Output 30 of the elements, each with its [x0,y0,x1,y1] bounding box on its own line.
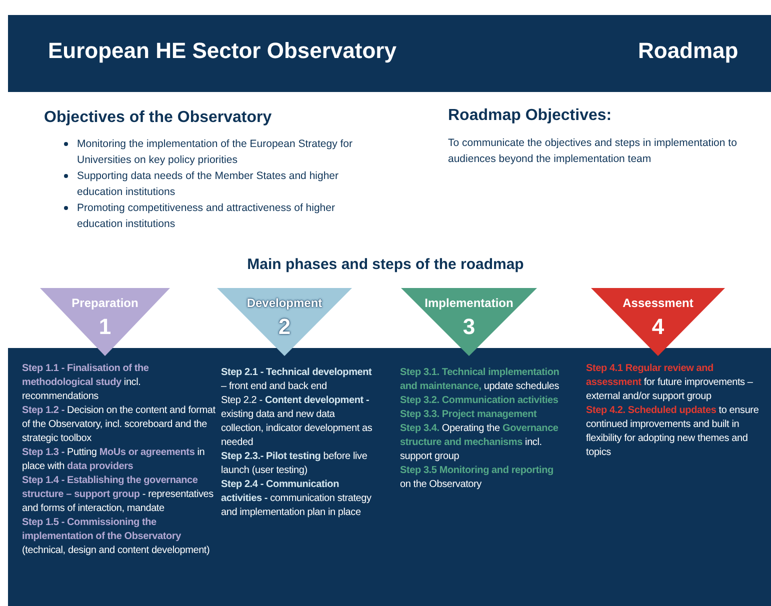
body-text: To communicate the objectives and steps in implementation to audiences beyond the implementation team [448,136,738,167]
step-text: Step 3.2. Communication activities [400,394,560,408]
phase-name: Assessment [622,296,694,310]
step-text: Step 1.3 - Putting MoUs or agreements in place with data providers [22,446,206,474]
phase-number: 1 [98,314,112,340]
bullet-text: Supporting data needs of the Member States and higher education institutions [77,169,340,200]
step-text: Step 3.4. Operating the Governance structure and mechanisms incl. support group [400,422,560,464]
step-text: Step 2.3.- Pilot testing before live launch (user testing) [221,450,368,478]
bullet-text: Promoting competitiveness and attractiveness of higher education institutions [77,201,336,232]
section-heading: Roadmap Objectives: [448,107,612,125]
bullet-text: Monitoring the implementation of the European Strategy for Universities on key policy priorities [77,137,354,168]
title: European HE Sector Observatory [48,38,396,64]
step-text: Step 1.1 - Finalisation of the methodological study incl. recommendations [22,362,150,404]
step-text: Step 4.2. Scheduled updates to ensure continued improvements and built in flexibility for adopting new themes and topics [586,404,760,460]
step-text: Step 2.1 - Technical development – front end and back end [221,366,373,394]
step-text: Step 1.4 - Establishing the governance structure – support group - representatives and forms of interaction, mandate [22,474,214,516]
step-text: Step 2.4 - Communication activities - communication strategy and implementation plan in place [221,478,372,520]
header-title: Roadmap [638,38,738,64]
step-text: Step 3.5 Monitoring and reporting on the Observatory [400,464,554,492]
phase-number: 3 [462,314,476,340]
step-text: Step 3.3. Project management [400,408,538,422]
phase-name: Implementation [424,296,514,310]
phase-name: Development [246,296,324,310]
step-text: Step 3.1. Technical implementation and maintenance, update schedules [400,366,560,394]
step-text: Step 1.5 - Commissioning the implementation of the Observatory (technical, design and content development) [22,516,211,558]
section-heading: Objectives of the Observatory [44,109,272,127]
phase-number: 2 [277,314,292,340]
phase-number: 4 [650,314,666,340]
section-heading: Main phases and steps of the roadmap [246,256,525,273]
phase-name: Preparation [70,296,140,310]
